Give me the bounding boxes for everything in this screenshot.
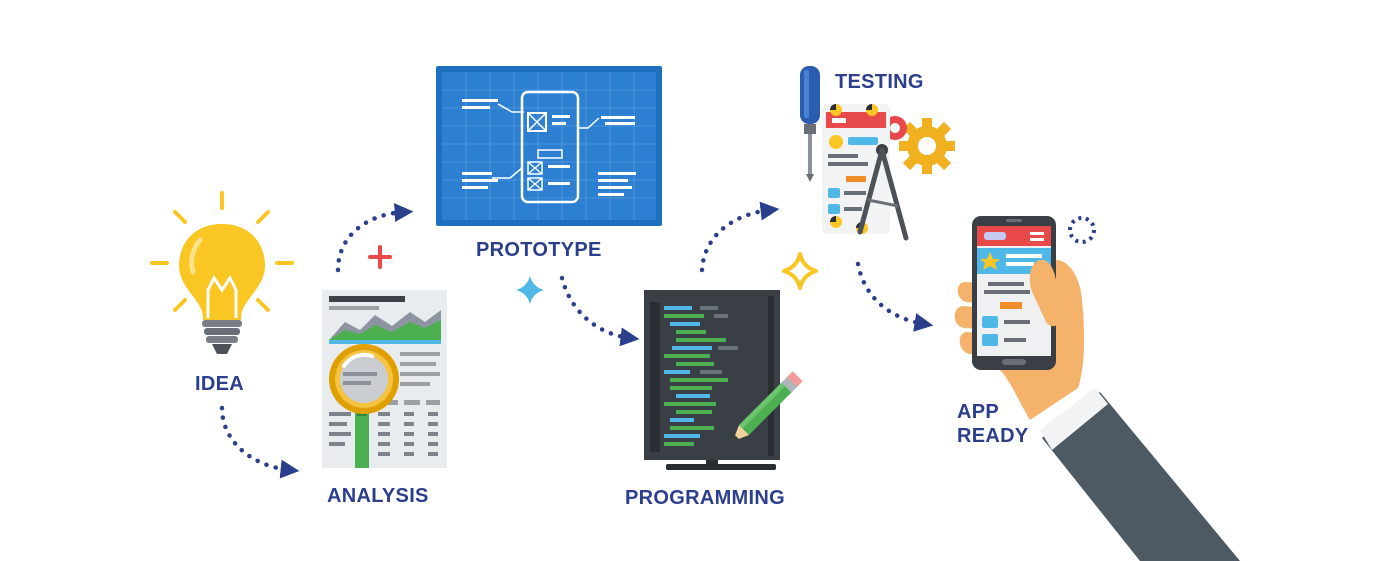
- plus-icon: [368, 245, 392, 269]
- gear-icon: [883, 116, 955, 174]
- test-phone-icon: [822, 104, 890, 234]
- stage-label-programming: PROGRAMMING: [625, 487, 785, 509]
- stage-label-analysis: ANALYSIS: [327, 485, 429, 507]
- thumb-shape: [1029, 259, 1061, 327]
- sparkle-icon: [516, 276, 544, 304]
- code-monitor-icon: [644, 290, 780, 470]
- stage-label-testing: TESTING: [835, 71, 924, 93]
- arrow-idea-to-analysis: [219, 405, 300, 479]
- arrow-programming-to-testing: [699, 201, 780, 273]
- smartphone-icon: [972, 216, 1056, 370]
- blueprint-icon: [436, 66, 662, 226]
- stage-label-idea: IDEA: [195, 373, 244, 395]
- stage-label-app-ready: APP READY: [957, 401, 1029, 447]
- lightbulb-icon: [150, 191, 294, 354]
- screwdriver-icon: [800, 66, 820, 182]
- compass-icon: [857, 144, 909, 241]
- arrow-testing-to-app-ready: [855, 261, 934, 332]
- arrow-analysis-to-prototype: [335, 203, 414, 273]
- arrow-prototype-to-programming: [559, 275, 640, 347]
- pencil-icon: [732, 371, 803, 442]
- stage-label-prototype: PROTOTYPE: [476, 239, 602, 261]
- sparkle-outline-icon: [782, 252, 818, 290]
- dotted-circle-icon: [1068, 216, 1096, 244]
- magnifier-icon: [329, 344, 399, 468]
